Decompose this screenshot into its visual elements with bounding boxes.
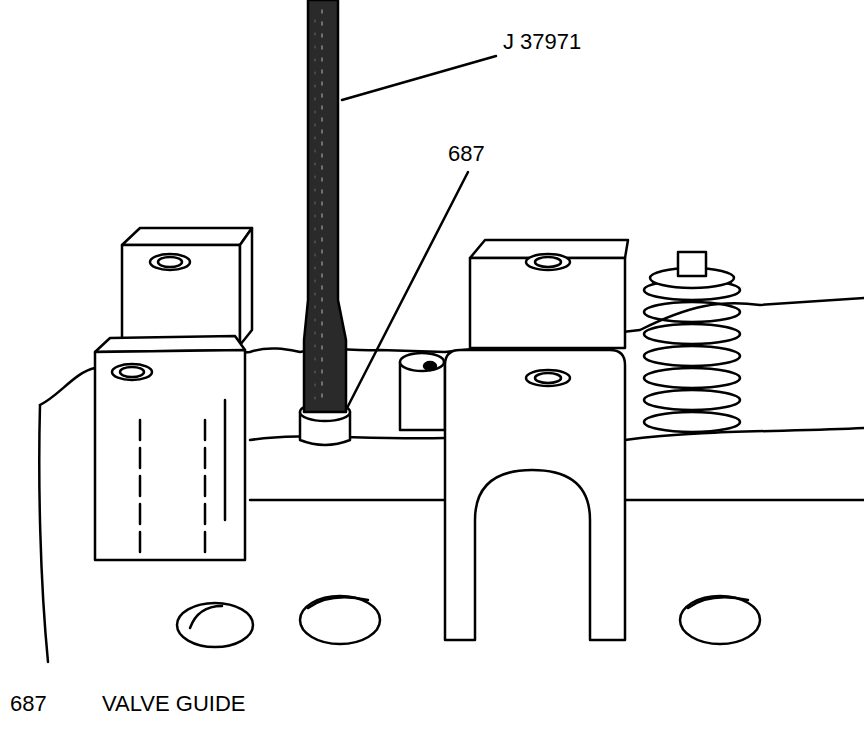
callout-number: 687 — [10, 692, 47, 716]
tool-number: J 37971 — [503, 30, 581, 54]
callout-number: 687 — [448, 142, 485, 166]
part-name: VALVE GUIDE — [102, 692, 245, 716]
